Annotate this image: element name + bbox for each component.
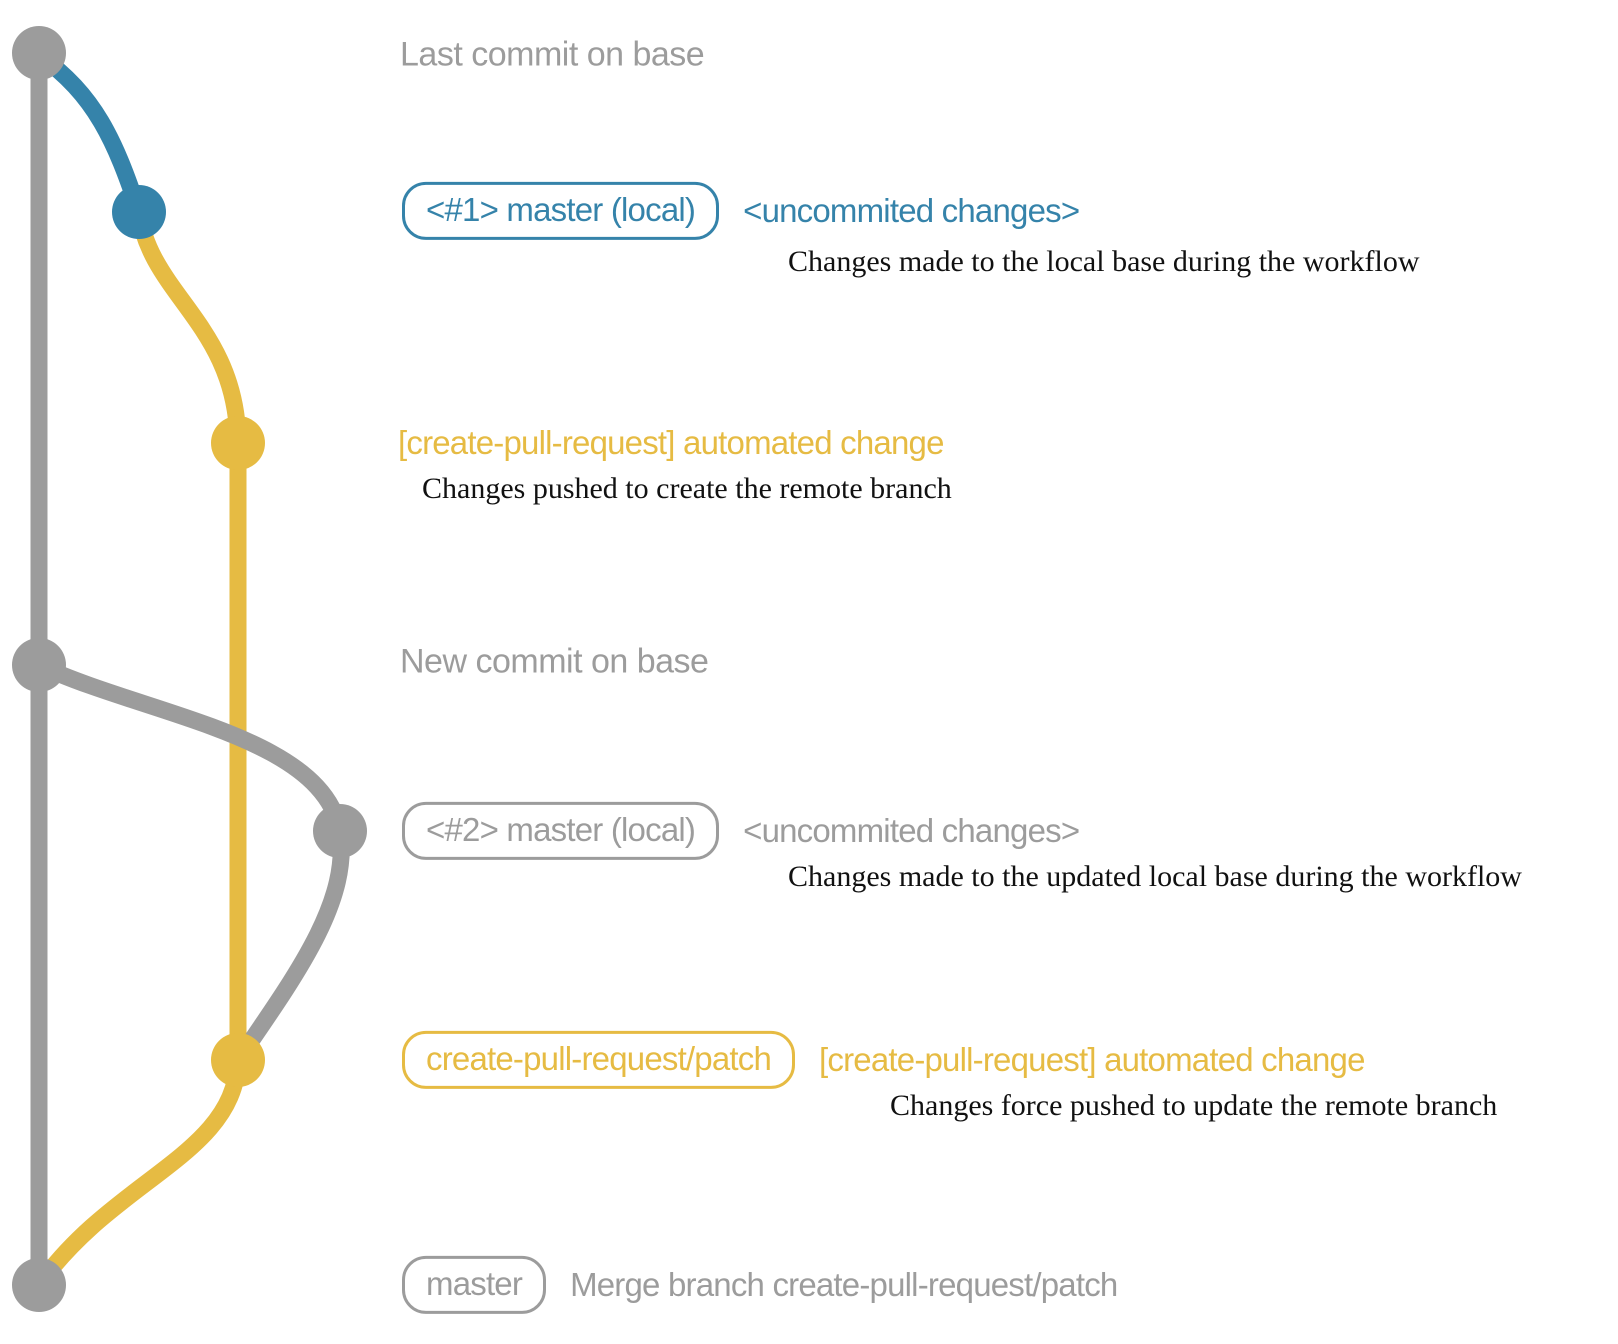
commit-local-1 xyxy=(112,185,166,239)
commit-merge xyxy=(12,1258,66,1312)
commit-title-uncommited-2: <uncommited changes> xyxy=(743,811,1080,849)
commit-title-automated-change-1: [create-pull-request] automated change xyxy=(398,424,944,461)
row-remote-commit-1: [create-pull-request] automated change xyxy=(398,424,944,462)
commit-remote-2 xyxy=(211,1033,265,1087)
commit-last-base xyxy=(12,26,66,80)
merge-curve xyxy=(30,1051,247,1294)
commit-desc-local-1: Changes made to the local base during th… xyxy=(788,245,1420,278)
commit-remote-1 xyxy=(211,416,265,470)
branch-badge-master: master xyxy=(402,1255,547,1315)
commit-title-merge-branch: Merge branch create-pull-request/patch xyxy=(570,1265,1118,1303)
commit-title-uncommited-1: <uncommited changes> xyxy=(743,191,1080,229)
commit-new-base xyxy=(12,638,66,692)
branch-badge-master-local-1: <#1> master (local) xyxy=(402,181,720,241)
commit-title-automated-change-2: [create-pull-request] automated change xyxy=(819,1040,1365,1078)
row-remote-commit-2: create-pull-request/patch [create-pull-r… xyxy=(402,1030,1365,1090)
commit-desc-remote-1: Changes pushed to create the remote bran… xyxy=(422,472,952,505)
commit-desc-remote-2: Changes force pushed to update the remot… xyxy=(890,1089,1498,1122)
push-curve xyxy=(130,203,247,452)
row-local-commit-1: <#1> master (local) <uncommited changes> xyxy=(402,181,1080,241)
local-change-curve xyxy=(30,46,148,221)
row-local-commit-2: <#2> master (local) <uncommited changes> xyxy=(402,801,1080,861)
label-new-commit-on-base: New commit on base xyxy=(400,642,709,681)
row-merge-commit: master Merge branch create-pull-request/… xyxy=(402,1255,1118,1315)
rebase-curve-lower xyxy=(229,822,350,1069)
branch-badge-master-local-2: <#2> master (local) xyxy=(402,801,720,861)
commit-local-2 xyxy=(313,804,367,858)
rebase-curve-upper xyxy=(30,656,349,840)
commit-desc-local-2: Changes made to the updated local base d… xyxy=(788,860,1522,893)
branch-badge-create-pull-request-patch: create-pull-request/patch xyxy=(402,1030,796,1090)
label-last-commit-on-base: Last commit on base xyxy=(400,35,705,74)
